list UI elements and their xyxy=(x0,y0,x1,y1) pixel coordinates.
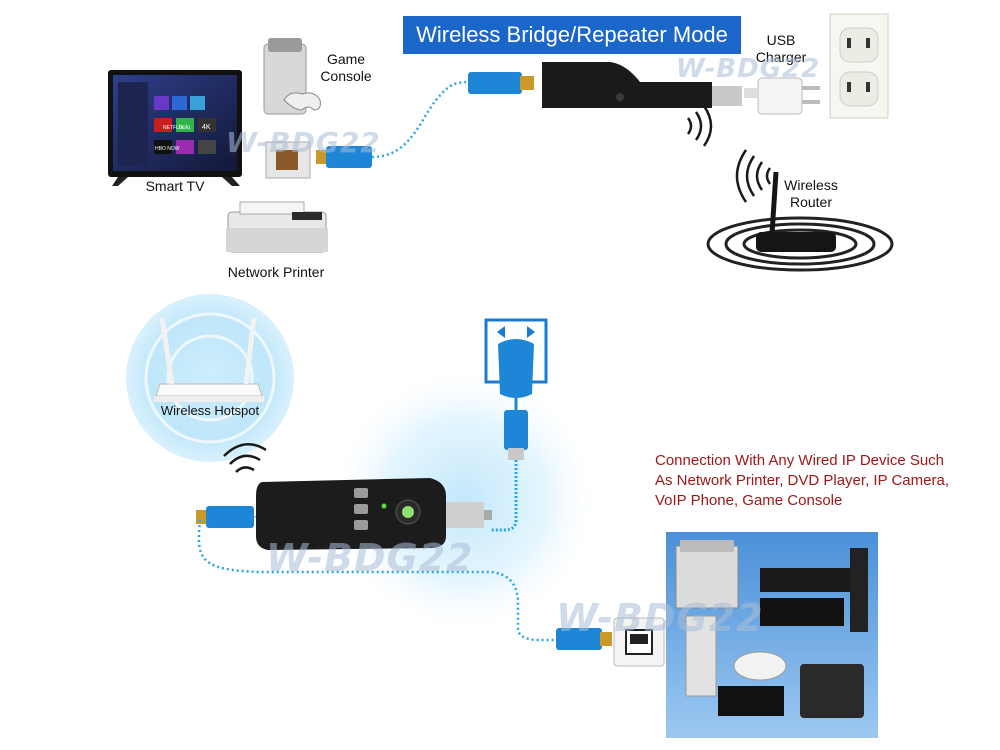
ethernet-cable-top xyxy=(316,72,534,168)
watermark: W-BDG22 xyxy=(676,54,821,84)
smart-tv-label: Smart TV xyxy=(145,178,205,194)
wall-outlet-image xyxy=(829,13,889,119)
network-printer-label: Network Printer xyxy=(227,264,325,280)
smart-tv-image: NETFLIX hulu 4K HBO NOW xyxy=(108,70,242,186)
wifi-waves-bottom-icon xyxy=(223,443,267,473)
wifi-waves-top-icon xyxy=(686,105,713,147)
power-adapter-image xyxy=(484,318,548,532)
tv-tile-netflix: NETFLIX xyxy=(163,125,184,131)
watermark: W-BDG22 xyxy=(266,536,474,580)
ethernet-cable-bottom xyxy=(196,506,612,650)
ethernet-socket-icon xyxy=(265,141,311,179)
watermark: W-BDG22 xyxy=(556,596,764,640)
tv-tile-hulu: hulu xyxy=(179,125,190,131)
bridge-device-bottom xyxy=(256,478,492,550)
wired-devices-panel xyxy=(666,532,878,738)
usb-charger-image xyxy=(744,77,820,115)
bridge-device-top xyxy=(542,62,742,108)
wireless-router-label: Wireless Router xyxy=(784,177,838,210)
tv-tile-4k: 4K xyxy=(202,124,211,131)
signal-glow xyxy=(330,365,600,635)
game-console-label: Game Console xyxy=(320,51,372,84)
watermark: W-BDG22 xyxy=(226,126,381,159)
network-printer-image xyxy=(226,201,328,253)
connection-description: Connection With Any Wired IP Device Such… xyxy=(655,452,949,509)
wireless-router-image xyxy=(706,171,894,272)
diagram-title: Wireless Bridge/Repeater Mode xyxy=(403,16,741,54)
wireless-hotspot-label: Wireless Hotspot xyxy=(160,403,260,418)
game-console-image xyxy=(263,38,321,115)
ethernet-socket-bottom-icon xyxy=(613,617,665,667)
usb-charger-label: USB Charger xyxy=(755,32,807,65)
wifi-waves-router-icon xyxy=(735,149,772,203)
wireless-hotspot-image xyxy=(126,294,294,462)
tv-tile-hbo: HBO NOW xyxy=(155,146,180,152)
